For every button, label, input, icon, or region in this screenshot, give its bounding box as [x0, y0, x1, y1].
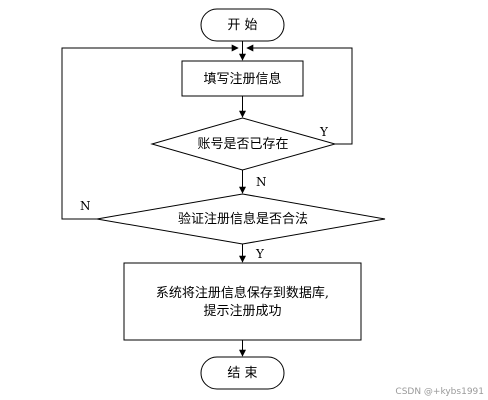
watermark: CSDN @+kybs1991 [395, 387, 484, 397]
loop-validate-no [61, 44, 239, 220]
save-process-box [123, 262, 362, 341]
save-label-line1: 系统将注册信息保存到数据库, [156, 285, 329, 301]
save-label-line2: 提示注册成功 [203, 303, 281, 319]
end-label: 结 束 [227, 366, 257, 381]
exists-no-label: N [256, 175, 267, 189]
validate-yes-label: Y [255, 247, 265, 261]
exists-yes-label: Y [319, 125, 329, 139]
fill-info-box [181, 60, 304, 97]
validate-no-label: N [80, 199, 91, 213]
fill-info-label: 填写注册信息 [203, 71, 281, 87]
start-label: 开 始 [227, 18, 257, 33]
account-exists-label: 账号是否已存在 [197, 137, 288, 152]
validate-label: 验证注册信息是否合法 [178, 211, 308, 227]
end-terminator [200, 356, 285, 390]
loop-exists-yes [246, 44, 353, 145]
